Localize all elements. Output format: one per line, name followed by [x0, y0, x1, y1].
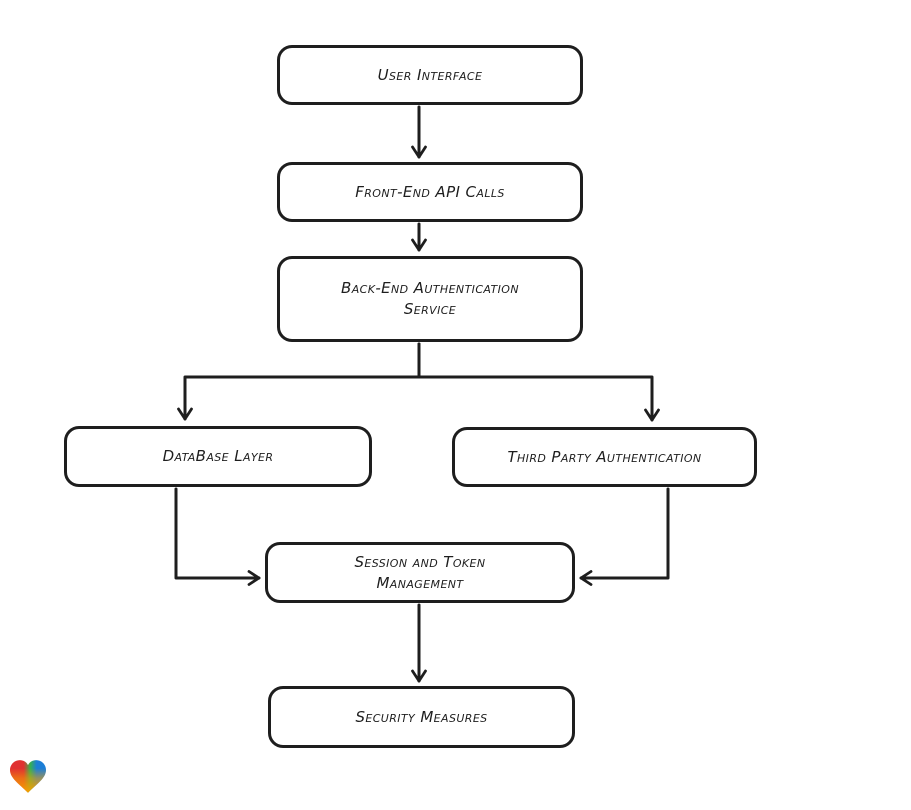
node-back-end-authentication-service: Back-End Authentication Service — [277, 256, 583, 342]
edge-third-party-authentication-to-session-and-token-management — [579, 487, 670, 586]
edge-database-layer-to-session-and-token-management — [174, 487, 261, 586]
node-security-measures-label: Security Measures — [355, 707, 488, 726]
node-security-measures: Security Measures — [268, 686, 575, 748]
node-user-interface: User Interface — [277, 45, 583, 105]
edge-back-end-authentication-service-to-database-layer — [177, 342, 421, 421]
node-session-and-token-management-label: Session and Token Management — [354, 552, 486, 592]
eraser-heart-logo-icon — [10, 760, 46, 793]
node-back-end-authentication-service-label: Back-End Authentication Service — [341, 279, 519, 318]
node-third-party-authentication-label: Third Party Authentication — [507, 447, 702, 466]
node-user-interface-label: User Interface — [377, 65, 483, 84]
edge-back-end-authentication-service-to-third-party-authentication — [417, 342, 660, 422]
node-front-end-api-calls: Front-End API Calls — [277, 162, 583, 222]
node-front-end-api-calls-label: Front-End API Calls — [355, 182, 505, 201]
node-third-party-authentication: Third Party Authentication — [452, 427, 757, 487]
node-database-layer: DataBase Layer — [64, 426, 372, 487]
node-database-layer-label: DataBase Layer — [162, 447, 274, 465]
node-session-and-token-management: Session and Token Management — [265, 542, 575, 603]
